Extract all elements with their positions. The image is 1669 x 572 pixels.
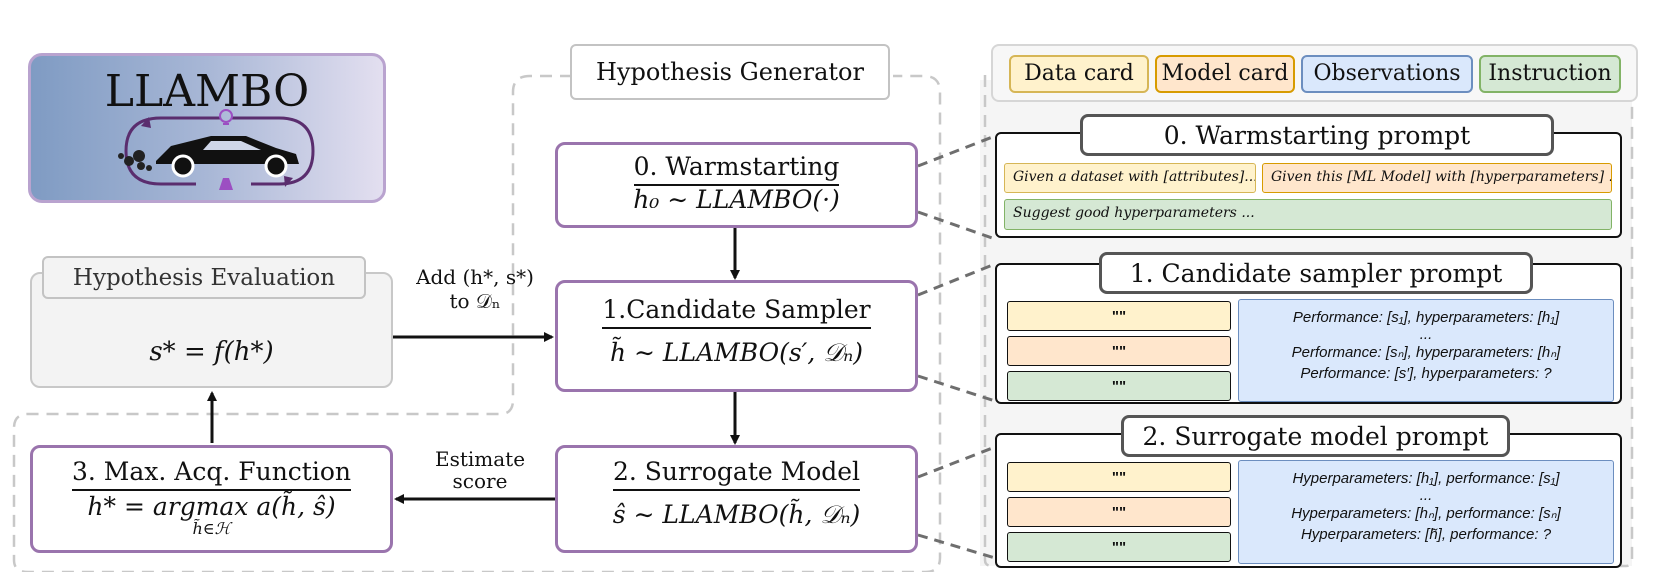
- estimate-label-line1: Estimate: [434, 447, 526, 471]
- evaluation-formula: s* = f(h*): [149, 337, 274, 367]
- surrogate-obs-line2: Hyperparameters: [hₙ], performance: [sₙ]: [1291, 505, 1561, 522]
- race-car-icon: [118, 109, 315, 190]
- add-label-line2: to 𝒟ₙ: [449, 289, 501, 313]
- surrogate-observations-box: Hyperparameters: [h₁], performance: [s₁]…: [1238, 460, 1614, 564]
- warmstarting-formula: h₀ ∼ LLAMBO(·): [633, 185, 840, 214]
- surrogate-instruction-chip: "": [1007, 532, 1231, 562]
- candidate-sampler-formula: h̃ ∼ LLAMBO(s′, 𝒟ₙ): [609, 338, 864, 367]
- candidate-obs-line3: Performance: [s′], hyperparameters: ?: [1300, 365, 1552, 382]
- surrogate-model-formula: ŝ ∼ LLAMBO(h̃, 𝒟ₙ): [612, 500, 861, 529]
- surrogate-model-title: 2. Surrogate Model: [612, 457, 861, 491]
- warm-data-card-chip: Given a dataset with [attributes]...: [1004, 163, 1256, 193]
- candidate-obs-line1: Performance: [s₁], hyperparameters: [h₁]: [1292, 309, 1560, 326]
- candidate-data-card-chip: "": [1007, 301, 1231, 331]
- surrogate-obs-line3: Hyperparameters: [h̃], performance: ?: [1300, 526, 1552, 543]
- legend-data-card: Data card: [1009, 55, 1149, 93]
- surrogate-obs-ellipsis: ...: [1419, 487, 1433, 504]
- candidate-instruction-chip: "": [1007, 371, 1231, 401]
- estimate-score-label: Estimate score: [415, 448, 545, 492]
- hypothesis-generator-label: Hypothesis Generator: [570, 44, 890, 100]
- estimate-label-line2: score: [452, 469, 508, 493]
- warmstarting-title: 0. Warmstarting: [633, 152, 840, 186]
- prompt-connectors: [917, 134, 996, 560]
- max-acq-subscript: h̃∈ℋ: [192, 519, 231, 538]
- surrogate-model-card-chip: "": [1007, 497, 1231, 527]
- surrogate-obs-line1: Hyperparameters: [h₁], performance: [s₁]: [1292, 470, 1560, 487]
- add-observation-label: Add (h*, s*) to 𝒟ₙ: [405, 265, 545, 313]
- surrogate-data-card-chip: "": [1007, 462, 1231, 492]
- candidate-sampler-box: 1.Candidate Sampler h̃ ∼ LLAMBO(s′, 𝒟ₙ): [555, 280, 918, 392]
- prompt-area-dashed-outline: [983, 70, 1634, 568]
- llambo-logo: LLAMBO: [28, 53, 386, 203]
- warmstarting-prompt-title: 0. Warmstarting prompt: [1080, 114, 1554, 156]
- add-label-line1: Add (h*, s*): [416, 265, 534, 289]
- legend-observations: Observations: [1301, 55, 1473, 93]
- warmstarting-box: 0. Warmstarting h₀ ∼ LLAMBO(·): [555, 142, 918, 228]
- legend-instruction: Instruction: [1479, 55, 1621, 93]
- hypothesis-evaluation-label: Hypothesis Evaluation: [42, 256, 366, 299]
- candidate-obs-line2: Performance: [sₙ], hyperparameters: [hₙ]: [1291, 344, 1561, 361]
- surrogate-model-box: 2. Surrogate Model ŝ ∼ LLAMBO(h̃, 𝒟ₙ): [555, 445, 918, 553]
- candidate-model-card-chip: "": [1007, 336, 1231, 366]
- legend-model-card: Model card: [1155, 55, 1295, 93]
- max-acq-formula: h* = argmax a(h̃, ŝ): [87, 492, 336, 521]
- warm-instruction-chip: Suggest good hyperparameters ...: [1004, 199, 1612, 230]
- logo-title: LLAMBO: [104, 66, 310, 117]
- surrogate-prompt-title: 2. Surrogate model prompt: [1121, 415, 1510, 457]
- max-acq-function-box: 3. Max. Acq. Function h* = argmax a(h̃, …: [30, 445, 393, 553]
- max-acq-title: 3. Max. Acq. Function: [72, 457, 351, 491]
- candidate-prompt-title: 1. Candidate sampler prompt: [1099, 252, 1533, 294]
- candidate-observations-box: Performance: [s₁], hyperparameters: [h₁]…: [1238, 299, 1614, 402]
- candidate-sampler-title: 1.Candidate Sampler: [602, 295, 871, 329]
- candidate-obs-ellipsis: ...: [1419, 326, 1433, 343]
- warm-model-card-chip: Given this [ML Model] with [hyperparamet…: [1262, 163, 1612, 193]
